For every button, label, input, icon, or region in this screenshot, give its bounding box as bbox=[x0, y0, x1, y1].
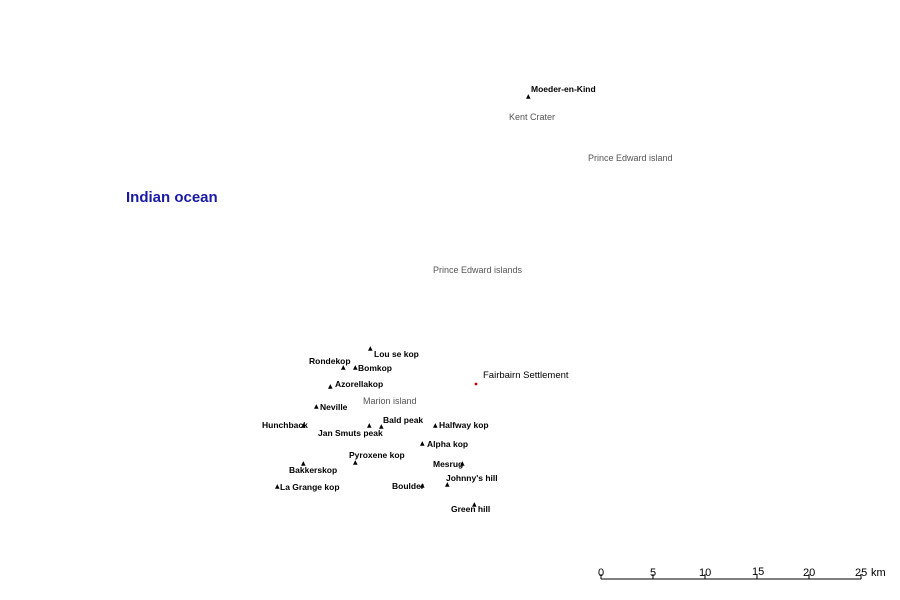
peak-marker-icon: ▲ bbox=[301, 422, 306, 429]
peak-label: Pyroxene kop bbox=[349, 450, 405, 460]
region-label-prince-edward-islands: Prince Edward islands bbox=[433, 265, 523, 275]
peak-label: Azorellakop bbox=[335, 379, 383, 389]
peak-marker-icon: ▲ bbox=[420, 482, 425, 489]
peak-rondekop[interactable]: ▲ Rondekop bbox=[309, 356, 351, 371]
peak-lou-se-kop[interactable]: ▲ Lou se kop bbox=[368, 345, 419, 359]
ocean-label: Indian ocean bbox=[126, 189, 218, 206]
peak-marker-icon: ▲ bbox=[301, 460, 306, 467]
peak-marker-icon: ▲ bbox=[328, 383, 333, 390]
peak-azorellakop[interactable]: ▲ Azorellakop bbox=[328, 379, 383, 390]
region-label-kent-crater: Kent Crater bbox=[509, 112, 555, 122]
peak-label: Alpha kop bbox=[427, 439, 468, 449]
peak-marker-icon: ▲ bbox=[341, 364, 346, 371]
peak-marker-icon: ▲ bbox=[460, 460, 465, 467]
peak-label: Boulder bbox=[392, 481, 425, 491]
scale-bar: 0 5 10 15 20 25 km bbox=[598, 566, 886, 580]
peak-boulder[interactable]: ▲ Boulder bbox=[392, 481, 425, 491]
peak-green-hill[interactable]: ▲ Green hill bbox=[451, 501, 490, 514]
peak-hunchback[interactable]: ▲ Hunchback bbox=[262, 420, 308, 430]
peak-label: Lou se kop bbox=[374, 349, 419, 359]
peak-label: Moeder-en-Kind bbox=[531, 84, 596, 94]
peak-label: Johnny's hill bbox=[446, 473, 498, 483]
settlement-label: Fairbairn Settlement bbox=[483, 370, 569, 381]
peak-label: Bomkop bbox=[358, 363, 392, 373]
peak-marker-icon: ▲ bbox=[353, 459, 358, 466]
peak-marker-icon: ▲ bbox=[420, 440, 425, 447]
peak-marker-icon: ▲ bbox=[367, 422, 372, 429]
peak-label: Neville bbox=[320, 402, 348, 412]
peak-la-grange-kop[interactable]: ▲ La Grange kop bbox=[275, 482, 340, 492]
scale-tick-label: 5 bbox=[650, 567, 656, 579]
peak-label: Halfway kop bbox=[439, 420, 489, 430]
peak-label: Green hill bbox=[451, 504, 490, 514]
peak-label: Bakkerskop bbox=[289, 465, 337, 475]
settlement-marker[interactable] bbox=[474, 382, 478, 386]
peak-mesrug[interactable]: ▲ Mesrug bbox=[433, 459, 465, 469]
peak-marker-icon: ▲ bbox=[353, 364, 358, 371]
peak-bomkop[interactable]: ▲ Bomkop bbox=[353, 363, 392, 373]
peak-jan-smuts-peak[interactable]: ▲ Jan Smuts peak bbox=[318, 422, 383, 438]
region-label-marion-island: Marion island bbox=[363, 396, 417, 406]
peak-label: La Grange kop bbox=[280, 482, 340, 492]
scale-tick-label: 25 bbox=[855, 567, 867, 579]
peak-marker-icon: ▲ bbox=[445, 481, 450, 488]
peak-label: Mesrug bbox=[433, 459, 463, 469]
peak-marker-icon: ▲ bbox=[526, 93, 531, 100]
peak-neville[interactable]: ▲ Neville bbox=[314, 402, 348, 412]
peak-bakkerskop[interactable]: ▲ Bakkerskop bbox=[289, 460, 337, 475]
peak-label: Jan Smuts peak bbox=[318, 428, 383, 438]
peak-halfway-kop[interactable]: ▲ Halfway kop bbox=[433, 420, 489, 430]
peak-label: Bald peak bbox=[383, 415, 423, 425]
peak-marker-icon: ▲ bbox=[275, 483, 280, 490]
peak-marker-icon: ▲ bbox=[379, 423, 384, 430]
peak-label: Rondekop bbox=[309, 356, 351, 366]
peak-alpha-kop[interactable]: ▲ Alpha kop bbox=[420, 439, 468, 449]
scale-tick-label: 10 bbox=[699, 567, 711, 579]
peak-marker-icon: ▲ bbox=[314, 403, 319, 410]
scale-unit-label: km bbox=[871, 567, 886, 579]
peak-marker-icon: ▲ bbox=[472, 501, 477, 508]
peak-moeder-en-kind[interactable]: ▲ Moeder-en-Kind bbox=[526, 84, 596, 100]
peak-johnnys-hill[interactable]: ▲ Johnny's hill bbox=[445, 473, 498, 488]
peak-marker-icon: ▲ bbox=[433, 422, 438, 429]
peak-label: Hunchback bbox=[262, 420, 308, 430]
peak-pyroxene-kop[interactable]: ▲ Pyroxene kop bbox=[349, 450, 405, 466]
scale-tick-label: 0 bbox=[598, 567, 604, 579]
region-label-prince-edward-island: Prince Edward island bbox=[588, 153, 673, 163]
peak-bald-peak[interactable]: ▲ Bald peak bbox=[379, 415, 423, 430]
scale-tick-label: 15 bbox=[752, 566, 764, 578]
peak-marker-icon: ▲ bbox=[368, 345, 373, 352]
scale-tick-label: 20 bbox=[803, 567, 815, 579]
